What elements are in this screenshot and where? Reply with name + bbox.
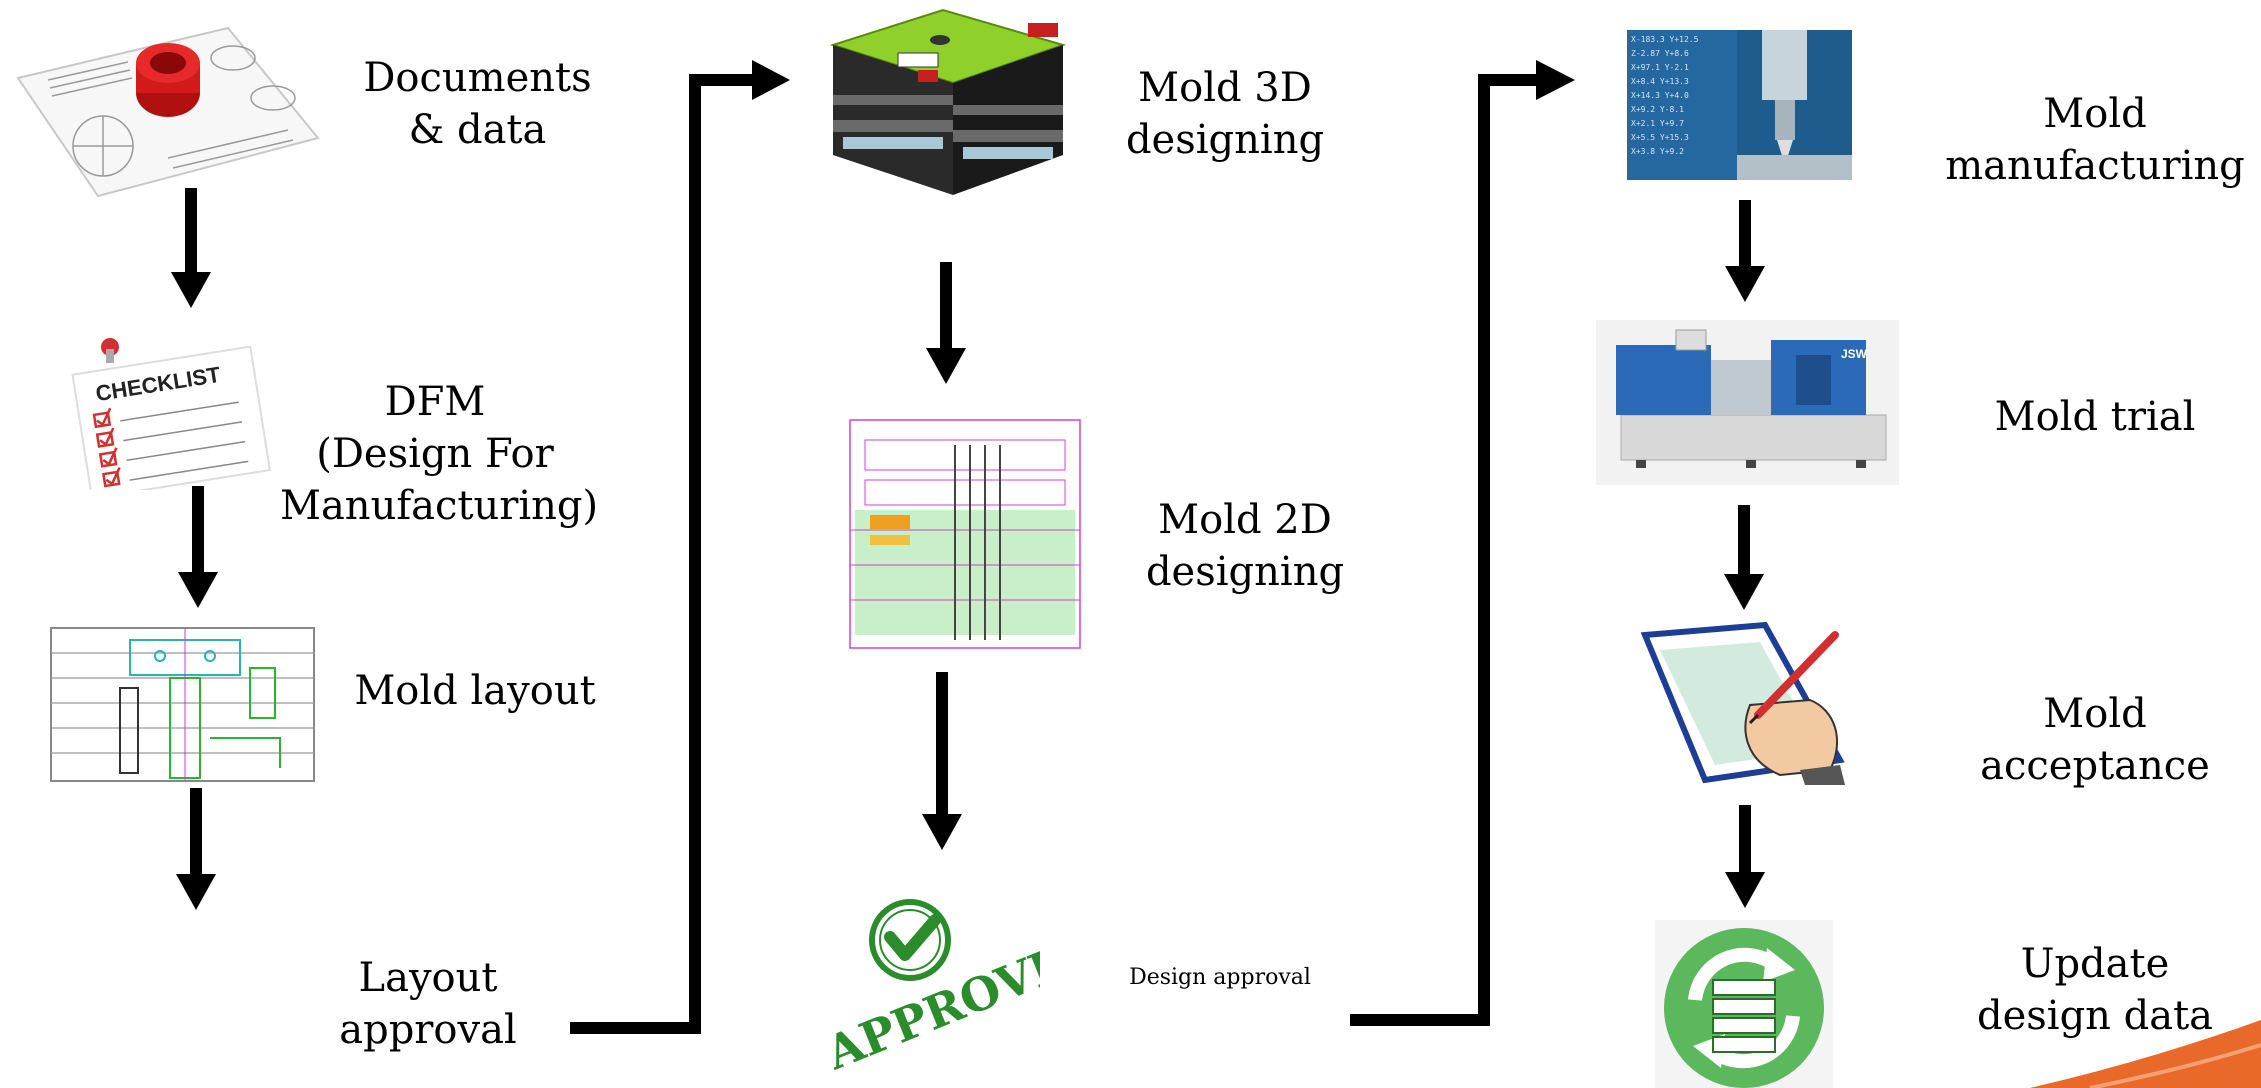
mold-3d-model-icon	[828, 5, 1068, 195]
documents-blueprint-icon	[8, 18, 328, 203]
connector-design-approval-to-manufacturing	[1350, 74, 1542, 1026]
svg-text:X+8.4 Y+13.3: X+8.4 Y+13.3	[1631, 77, 1689, 86]
arrow-layout-to-approval	[176, 788, 216, 910]
arrow-3d-to-2d	[926, 262, 966, 384]
update-data-recycle-icon	[1655, 920, 1833, 1088]
machine-brand: JSW	[1841, 347, 1868, 361]
svg-text:X-183.3 Y+12.5: X-183.3 Y+12.5	[1631, 35, 1699, 44]
arrow-dfm-to-layout	[178, 486, 218, 608]
approved-stamp-text: APPROVED	[825, 920, 1040, 1080]
connector-layout-approval-to-3d	[570, 74, 758, 1034]
arrow-documents-to-dfm	[171, 188, 211, 308]
injection-molding-machine-icon: JSW	[1596, 320, 1899, 485]
mold-layout-drawing-icon	[50, 618, 315, 783]
arrow-acceptance-to-update	[1725, 805, 1765, 908]
mold-2d-drawing-icon	[840, 415, 1090, 655]
arrow-2d-to-approval	[922, 672, 962, 850]
mold-trial-label: Mold trial	[1994, 394, 2196, 440]
hand-signing-icon	[1640, 620, 1850, 785]
checklist-icon: CHECKLIST	[60, 335, 280, 490]
design-approval-label: Design approval	[1129, 965, 1311, 990]
svg-text:X+14.3 Y+4.0: X+14.3 Y+4.0	[1631, 91, 1689, 100]
arrow-manufacturing-to-trial	[1725, 200, 1765, 302]
approved-stamp-icon: APPROVED	[825, 895, 1040, 1085]
arrow-trial-to-acceptance	[1724, 505, 1764, 610]
svg-text:X+97.1 Y-2.1: X+97.1 Y-2.1	[1631, 63, 1689, 72]
svg-text:X+3.8 Y+9.2: X+3.8 Y+9.2	[1631, 147, 1684, 156]
svg-text:Z-2.87 Y+8.6: Z-2.87 Y+8.6	[1631, 49, 1689, 58]
documents-label: Documents& data	[363, 55, 592, 153]
svg-text:X+9.2 Y-8.1: X+9.2 Y-8.1	[1631, 105, 1684, 114]
svg-text:X+2.1 Y+9.7: X+2.1 Y+9.7	[1631, 119, 1684, 128]
svg-text:X+5.5 Y+15.3: X+5.5 Y+15.3	[1631, 133, 1689, 142]
mold-layout-label: Mold layout	[354, 668, 596, 714]
